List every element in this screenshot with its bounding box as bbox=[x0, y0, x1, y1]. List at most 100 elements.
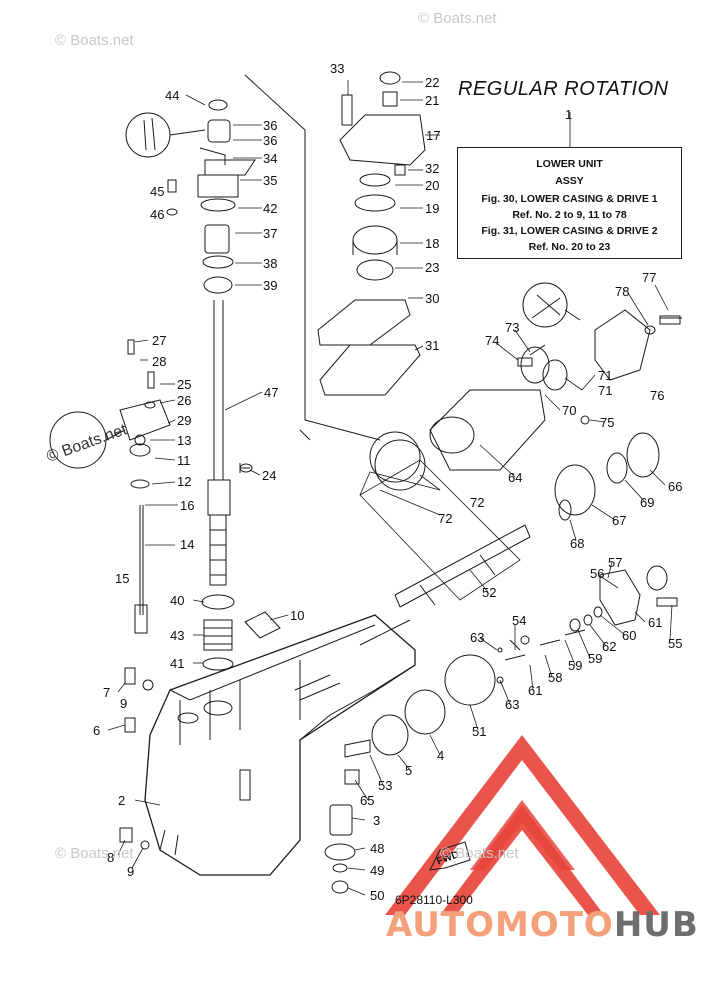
propeller-shaft-group bbox=[299, 309, 678, 894]
callout-number: 42 bbox=[263, 201, 277, 216]
callout-number: 63 bbox=[470, 630, 484, 645]
drive-shaft-housing bbox=[125, 74, 381, 441]
callout-number: 39 bbox=[263, 278, 277, 293]
watermark-text: © Boats.net bbox=[55, 32, 134, 49]
callout-number: 29 bbox=[177, 413, 191, 428]
brand-logo: AUTOMOTOHUB bbox=[386, 905, 699, 945]
callout-number: 72 bbox=[470, 495, 484, 510]
callout-number: 28 bbox=[152, 354, 166, 369]
callout-number: 68 bbox=[570, 536, 584, 551]
callout-number: 30 bbox=[425, 291, 439, 306]
callout-number: 57 bbox=[608, 555, 622, 570]
refbox-line5: Fig. 31, LOWER CASING & DRIVE 2 bbox=[481, 225, 658, 237]
callout-number: 32 bbox=[425, 161, 439, 176]
callout-number: 9 bbox=[127, 864, 134, 879]
callout-number: 78 bbox=[615, 284, 629, 299]
brand-part1: AUTOMOTO bbox=[386, 905, 614, 945]
callout-number: 61 bbox=[648, 615, 662, 630]
callout-number: 69 bbox=[640, 495, 654, 510]
callout-number: 38 bbox=[263, 256, 277, 271]
callout-number: 56 bbox=[590, 566, 604, 581]
callout-number: 6 bbox=[93, 723, 100, 738]
refbox-line2: ASSY bbox=[555, 175, 584, 187]
callout-number: 55 bbox=[668, 636, 682, 651]
reference-box: LOWER UNIT ASSY Fig. 30, LOWER CASING & … bbox=[457, 147, 682, 259]
callout-number: 66 bbox=[668, 479, 682, 494]
refbox-line1: LOWER UNIT bbox=[536, 158, 603, 170]
callout-number: 31 bbox=[425, 338, 439, 353]
page-title: REGULAR ROTATION bbox=[458, 78, 669, 100]
callout-number: 33 bbox=[330, 61, 344, 76]
callout-number: 41 bbox=[170, 656, 184, 671]
callout-number: 5 bbox=[405, 763, 412, 778]
callout-number: 35 bbox=[263, 173, 277, 188]
refbox-line6: Ref. No. 20 to 23 bbox=[528, 241, 611, 253]
callout-number: 18 bbox=[425, 236, 439, 251]
callout-number: 73 bbox=[505, 320, 519, 335]
callout-number: 27 bbox=[152, 333, 166, 348]
callout-number: 58 bbox=[548, 670, 562, 685]
callout-number: 61 bbox=[528, 683, 542, 698]
callout-number: 74 bbox=[485, 333, 499, 348]
callout-number: 54 bbox=[512, 613, 526, 628]
callout-number: 52 bbox=[482, 585, 496, 600]
callout-number: 36 bbox=[263, 133, 277, 148]
callout-number: 59 bbox=[568, 658, 582, 673]
callout-number: 11 bbox=[177, 453, 191, 468]
watermark-text: © Boats.net bbox=[418, 10, 497, 27]
brand-part2: HUB bbox=[613, 905, 699, 945]
diagram-code: 6P28110-L300 bbox=[395, 893, 473, 907]
callout-number: 75 bbox=[600, 415, 614, 430]
callout-number: 71 bbox=[598, 368, 612, 383]
callout-number: 77 bbox=[642, 270, 656, 285]
callout-number: 50 bbox=[370, 888, 384, 903]
callout-number: 34 bbox=[263, 151, 277, 166]
callout-number: 4 bbox=[437, 748, 444, 763]
callout-number: 17 bbox=[426, 128, 440, 143]
callout-number: 14 bbox=[180, 537, 194, 552]
callout-number: 76 bbox=[650, 388, 664, 403]
callout-number: 12 bbox=[177, 474, 191, 489]
automotohub-triangle-logo bbox=[385, 735, 660, 915]
watermark-text: © Boats.net bbox=[440, 845, 519, 862]
refbox-line4: Ref. No. 2 to 9, 11 to 78 bbox=[512, 209, 627, 221]
bolts-group bbox=[119, 179, 682, 850]
callout-number: 64 bbox=[508, 470, 522, 485]
callout-number: 25 bbox=[177, 377, 191, 392]
callout-number: 47 bbox=[264, 385, 278, 400]
callout-number: 20 bbox=[425, 178, 439, 193]
callout-number: 2 bbox=[118, 793, 125, 808]
callout-number: 36 bbox=[263, 118, 277, 133]
callout-number: 48 bbox=[370, 841, 384, 856]
drive-shaft-part bbox=[207, 300, 231, 586]
callout-number: 22 bbox=[425, 75, 439, 90]
fwd-arrow-icon bbox=[429, 841, 471, 871]
callout-number: 40 bbox=[170, 593, 184, 608]
callout-number: 13 bbox=[177, 433, 191, 448]
callout-number: 24 bbox=[262, 468, 276, 483]
callout-number: 26 bbox=[177, 393, 191, 408]
callout-number: 59 bbox=[588, 651, 602, 666]
watermark-text: © Boats.net bbox=[55, 845, 134, 862]
bearing-and-spring-group bbox=[201, 594, 281, 671]
ref-number: 1 bbox=[565, 107, 573, 122]
callout-number: 67 bbox=[612, 513, 626, 528]
callout-number: 65 bbox=[360, 793, 374, 808]
shift-rod-assembly bbox=[49, 339, 171, 634]
callout-number: 72 bbox=[438, 511, 452, 526]
refbox-line3: Fig. 30, LOWER CASING & DRIVE 1 bbox=[481, 193, 658, 205]
lower-casing-part bbox=[144, 614, 416, 876]
callout-number: 46 bbox=[150, 207, 164, 222]
callout-number: 43 bbox=[170, 628, 184, 643]
callout-number: 19 bbox=[425, 201, 439, 216]
callout-number: 53 bbox=[378, 778, 392, 793]
callout-number: 51 bbox=[472, 724, 486, 739]
callout-number: 44 bbox=[165, 88, 179, 103]
callout-number: 71 bbox=[598, 383, 612, 398]
callout-number: 62 bbox=[602, 639, 616, 654]
callout-number: 8 bbox=[107, 850, 114, 865]
callout-number: 9 bbox=[120, 696, 127, 711]
callout-number: 60 bbox=[622, 628, 636, 643]
callout-number: 63 bbox=[505, 697, 519, 712]
